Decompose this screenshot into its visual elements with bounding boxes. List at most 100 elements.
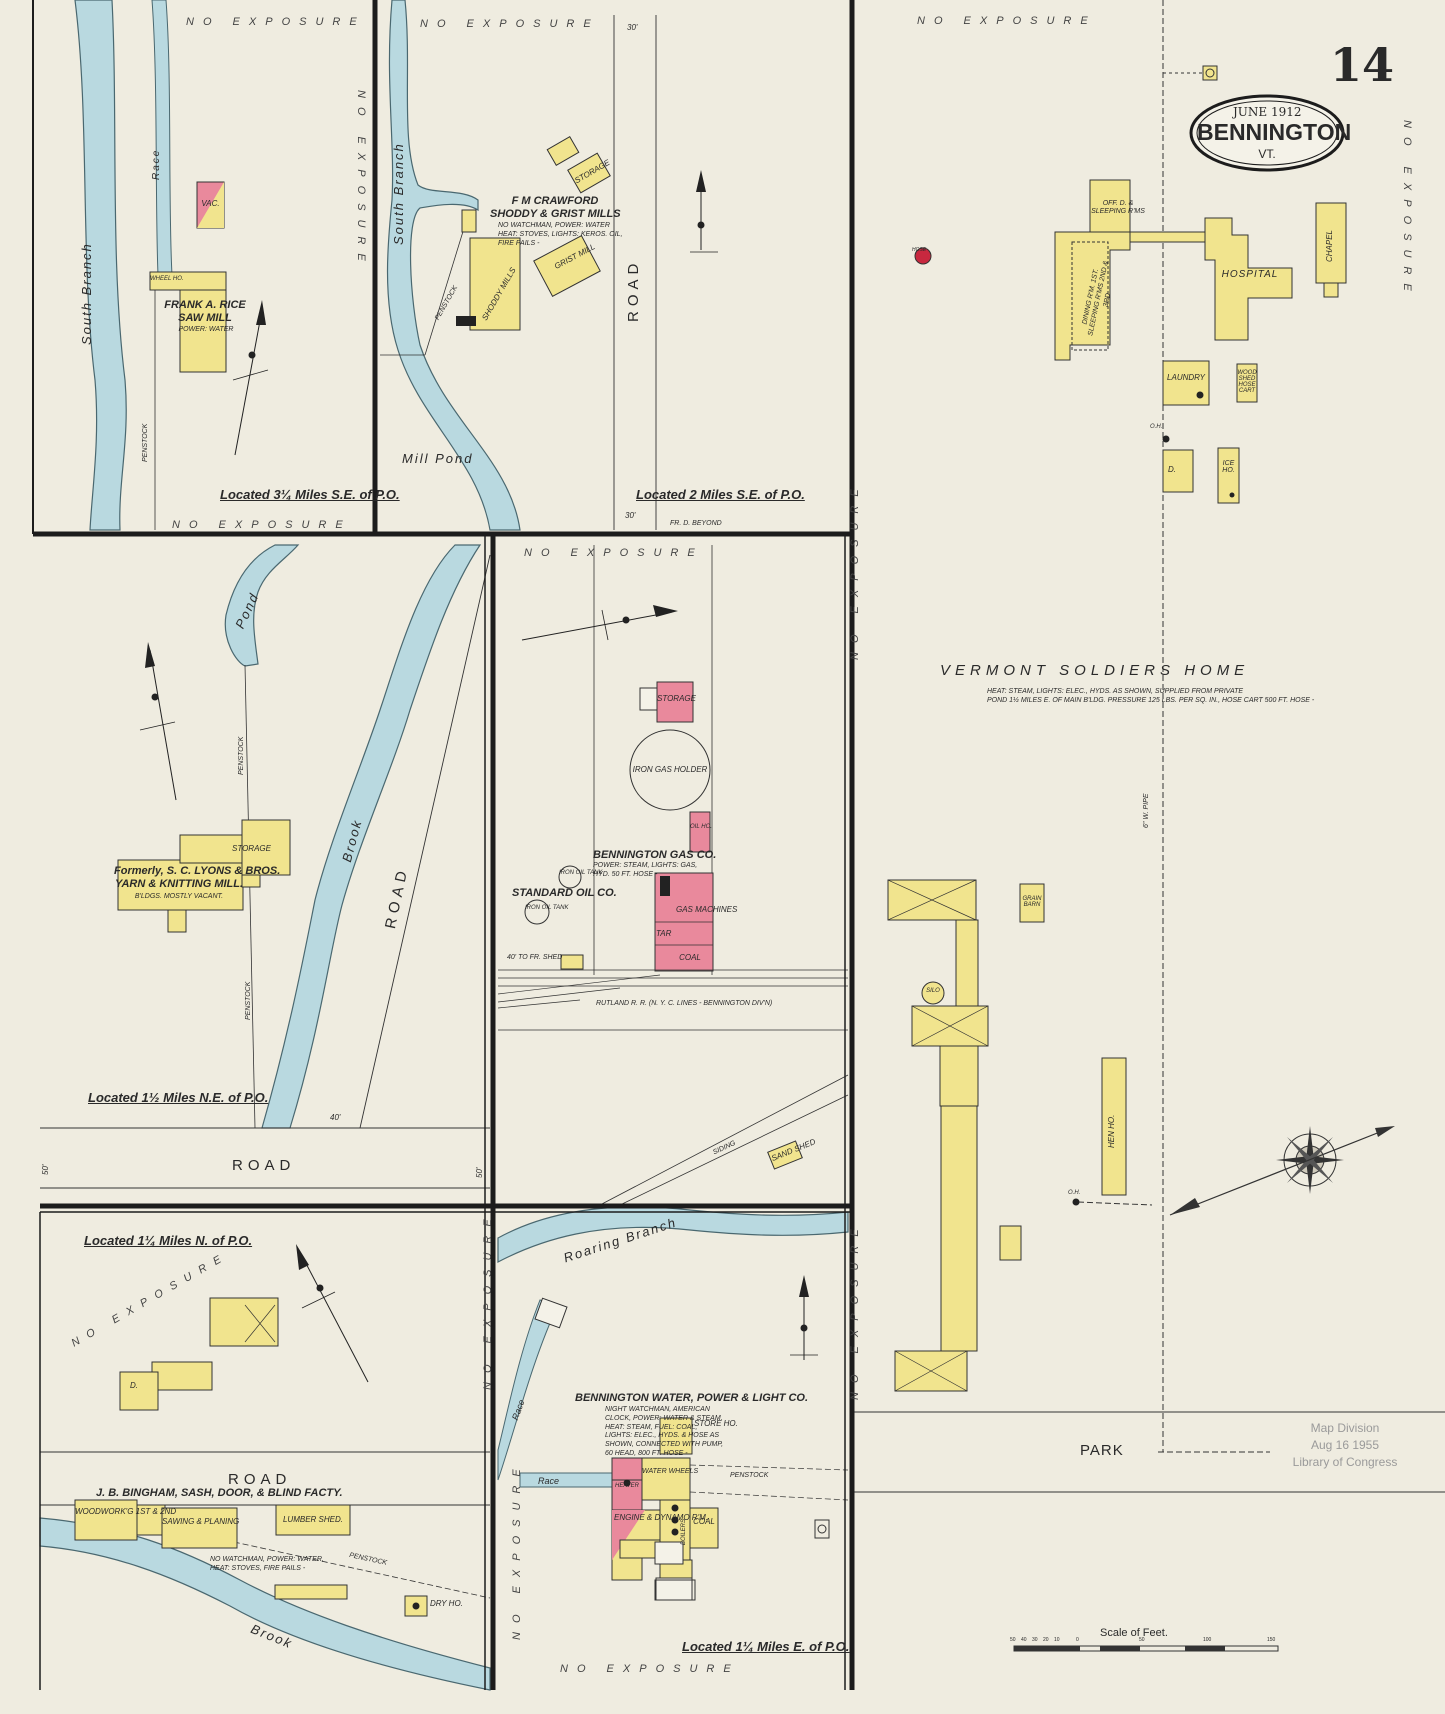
long-shed: [940, 1105, 978, 1352]
shed-label: 40' TO FR. SHED: [507, 954, 563, 961]
exposure-label: NO EXPOSURE: [172, 519, 352, 531]
small-shed: [546, 136, 580, 166]
silo-label: SILO: [926, 988, 940, 994]
ice-label: ICE HO.: [1222, 460, 1235, 474]
road-width: 30': [625, 511, 636, 520]
exposure-label: NO EXPOSURE: [560, 1663, 740, 1675]
lyons-type: YARN & KNITTING MILL.: [114, 878, 244, 890]
crawford-type: SHODDY & GRIST MILLS: [490, 208, 621, 220]
outline: [654, 1579, 696, 1601]
brook-water: [39, 1517, 491, 1691]
sand-shed: [767, 1140, 803, 1170]
gas-works-boiler: [660, 876, 670, 896]
chapel-porch: [1323, 282, 1339, 298]
oil-label: OIL HO.: [690, 824, 712, 830]
north-arrow-cross: [139, 721, 176, 731]
water-power-name: BENNINGTON WATER, POWER & LIGHT CO.: [575, 1392, 809, 1404]
dry-house-mark: [412, 1602, 420, 1610]
exposure-label: NO EXPOSURE: [1401, 120, 1413, 300]
race-label: Race: [538, 1476, 560, 1486]
silo: [921, 981, 945, 1005]
panel-frames: [32, 0, 855, 1690]
boiler-mark: [671, 1528, 679, 1536]
bingham-notes: NO WATCHMAN, POWER: WATER, HEAT: STOVES,…: [210, 1556, 324, 1572]
rice-location: Located 3¼ Miles S.E. of P.O.: [220, 487, 400, 502]
heater-label: HEATER: [615, 1483, 639, 1489]
hydrant: [1072, 1198, 1080, 1206]
south-branch-mill-pond: [386, 0, 521, 531]
river-label: South Branch: [391, 142, 406, 245]
north-arrow-dot: [800, 1324, 808, 1332]
park-label: PARK: [1080, 1442, 1124, 1459]
office-label: OFF. D. & SLEEPING R'MS: [1091, 200, 1145, 216]
river-label: South Branch: [79, 242, 94, 345]
lumber-shed: [275, 1504, 351, 1536]
race-to-plant: [519, 1472, 613, 1488]
storage-annex: [241, 874, 261, 888]
panel-rice: [74, 0, 269, 531]
road-label: ROAD: [625, 258, 642, 322]
race-channel: [497, 1299, 559, 1481]
exposure-label: NO EXPOSURE: [355, 90, 367, 270]
gate-house: [534, 1297, 568, 1329]
barn-cross: [894, 1350, 968, 1392]
hydrant-mark: [1205, 68, 1215, 78]
gas-name: BENNINGTON GAS CO.: [593, 849, 717, 861]
spur-track: [497, 999, 581, 1009]
north-arrow-head: [296, 1244, 309, 1270]
exposure-label: NO EXPOSURE: [482, 1210, 494, 1390]
rice-power: POWER: WATER: [178, 326, 234, 333]
rice-type: SAW MILL: [178, 312, 232, 324]
siding-track: [619, 1094, 849, 1206]
dry-label: DRY HO.: [430, 1599, 463, 1608]
brook-water: [261, 544, 482, 1129]
crawford-notes: NO WATCHMAN, POWER: WATER HEAT: STOVES, …: [498, 222, 623, 247]
woodwork-label: WOODWORK'G 1ST & 2ND: [75, 1507, 177, 1516]
coal-label: COAL: [693, 1517, 715, 1526]
storage-building: [241, 819, 291, 876]
panel-lyons: [40, 544, 491, 1189]
d-building: [1162, 449, 1194, 493]
bingham-location: Located 1¼ Miles N. of P.O.: [84, 1233, 253, 1248]
scale-title: Scale of Feet.: [1100, 1627, 1168, 1639]
penstock-line: [689, 1464, 849, 1471]
office-building: [1089, 179, 1131, 233]
race-label: Race: [151, 148, 162, 180]
boiler-mark: [456, 316, 476, 326]
road-width: 40': [330, 1113, 341, 1122]
bingham-name: J. B. BINGHAM, SASH, DOOR, & BLIND FACTY…: [96, 1487, 343, 1499]
scale-ticks: 50 40 30 20 10 0 50 100 150: [1010, 1637, 1276, 1643]
sawing-building: [161, 1507, 238, 1549]
north-arrow-cross: [232, 369, 269, 381]
hydrant: [1162, 435, 1170, 443]
soldiers-home-name: VERMONT SOLDIERS HOME: [940, 662, 1250, 679]
penstock-label: PENSTOCK: [142, 423, 149, 462]
penstock-label: PENSTOCK: [730, 1472, 769, 1479]
iron-oil-tank: [558, 865, 582, 889]
siding-track: [599, 1074, 849, 1206]
building: [151, 1361, 213, 1391]
north-arrow-dot: [316, 1284, 324, 1292]
lyons-mill-building: [117, 859, 244, 911]
coal-house: [689, 1507, 719, 1549]
hen-label: HEN HO.: [1107, 1114, 1116, 1148]
building-cross: [244, 1304, 276, 1343]
water-pipe-branch: [1077, 1201, 1153, 1206]
wood-shed: [1236, 363, 1258, 403]
hospital-label: HOSPITAL: [1221, 269, 1279, 280]
connector: [1129, 231, 1209, 243]
outbuilding: [654, 1541, 684, 1565]
d-label: D.: [130, 1381, 138, 1390]
vacant-building-frame: [197, 182, 224, 228]
shed: [655, 1577, 693, 1601]
lyons-name: Formerly, S. C. LYONS & BROS.: [114, 865, 281, 877]
road-width: 50': [475, 1167, 484, 1178]
oil-house: [689, 811, 711, 853]
compass-rose: [1169, 1126, 1395, 1216]
chapel-label: CHAPEL: [1325, 229, 1334, 262]
chapel: [1315, 202, 1347, 284]
north-arrow-head: [256, 300, 266, 325]
tank-label: IRON OIL TANK: [525, 905, 569, 911]
barn-wing: [955, 919, 979, 1007]
north-arrow-line: [299, 1251, 369, 1383]
